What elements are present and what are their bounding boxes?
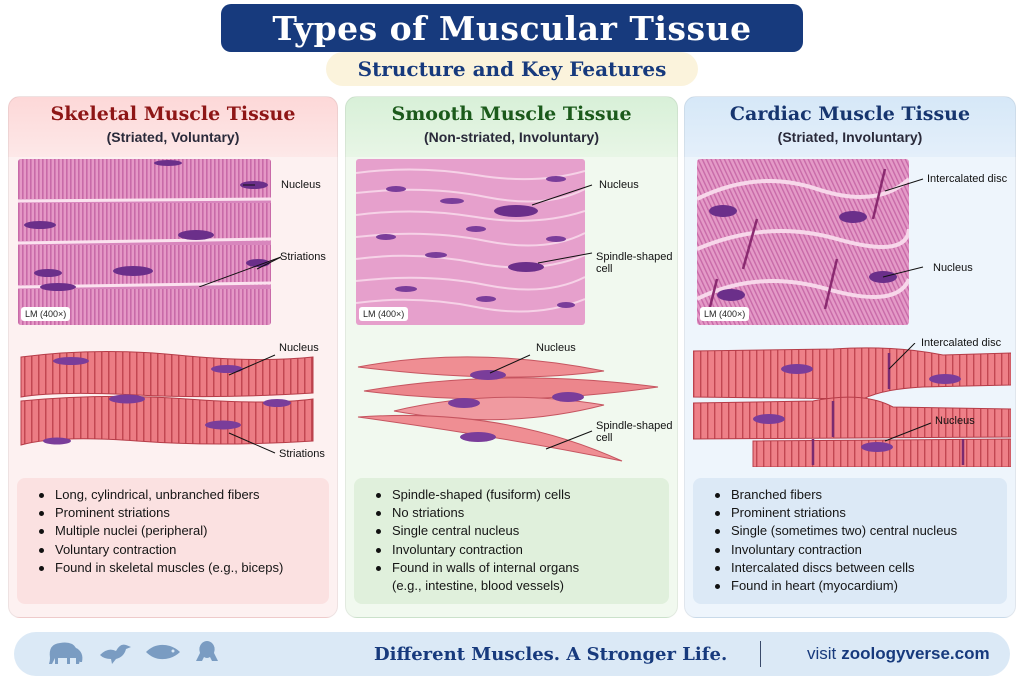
smooth-feature-1: Spindle-shaped (fusiform) cells — [372, 486, 659, 504]
cardiac-panel: Cardiac Muscle Tissue (Striated, Involun… — [684, 96, 1016, 618]
cardiac-drawing-label-intercalated-disc: Intercalated disc — [921, 337, 1002, 349]
cardiac-subtitle: (Striated, Involuntary) — [777, 129, 923, 145]
website-link[interactable]: zoologyverse.com — [841, 644, 990, 663]
smooth-panel: Smooth Muscle Tissue (Non-striated, Invo… — [345, 96, 678, 618]
fish-icon — [142, 641, 182, 668]
cardiac-feature-3: Single (sometimes two) central nucleus — [711, 522, 997, 540]
cardiac-micrograph-image — [697, 159, 909, 325]
skeletal-drawing-pointers — [228, 354, 276, 454]
skeletal-panel: Skeletal Muscle Tissue (Striated, Volunt… — [8, 96, 338, 618]
cardiac-illustration-image — [693, 347, 1011, 467]
page-subtitle: Structure and Key Features — [326, 52, 698, 86]
smooth-feature-5: Found in walls of internal organs — [372, 559, 659, 577]
skeletal-feature-3: Multiple nuclei (peripheral) — [35, 522, 319, 540]
smooth-illustration — [354, 337, 664, 462]
skeletal-feature-4: Voluntary contraction — [35, 541, 319, 559]
cardiac-feature-2: Prominent striations — [711, 504, 997, 522]
skeletal-micro-pointers — [199, 184, 282, 287]
skeletal-micrograph: LM (400×) — [18, 159, 271, 325]
smooth-features: Spindle-shaped (fusiform) cells No stria… — [354, 478, 669, 604]
smooth-drawing-pointers — [489, 354, 593, 450]
footer-bar: Different Muscles. A Stronger Life. visi… — [14, 632, 1010, 676]
skeletal-micro-label-striations: Striations — [280, 251, 326, 263]
skeletal-micro-label-nucleus: Nucleus — [281, 179, 321, 191]
cardiac-drawing-label-nucleus: Nucleus — [935, 415, 975, 427]
smooth-feature-4: Involuntary contraction — [372, 541, 659, 559]
visit-label: visit — [807, 644, 837, 663]
skeletal-illustration — [17, 337, 317, 457]
smooth-micrograph: LM (400×) — [356, 159, 585, 325]
skeletal-illustration-image — [20, 350, 314, 446]
footer-website[interactable]: visit zoologyverse.com — [807, 632, 990, 676]
skeletal-feature-5: Found in skeletal muscles (e.g., biceps) — [35, 559, 319, 577]
cardiac-feature-6: Found in heart (myocardium) — [711, 577, 997, 595]
smooth-title: Smooth Muscle Tissue — [391, 103, 632, 125]
smooth-illustration-image — [357, 356, 659, 462]
cardiac-feature-1: Branched fibers — [711, 486, 997, 504]
cardiac-lm-tag: LM (400×) — [700, 307, 750, 321]
page-title: Types of Muscular Tissue — [221, 4, 803, 52]
smooth-micro-label-nucleus: Nucleus — [599, 179, 639, 191]
cardiac-feature-5: Intercalated discs between cells — [711, 559, 997, 577]
cardiac-illustration — [693, 337, 1011, 467]
smooth-feature-5-continued: (e.g., intestine, blood vessels) — [392, 578, 564, 594]
cardiac-title: Cardiac Muscle Tissue — [729, 103, 971, 125]
skeletal-feature-1: Long, cylindrical, unbranched fibers — [35, 486, 319, 504]
cardiac-feature-4: Involuntary contraction — [711, 541, 997, 559]
skeletal-lm-tag: LM (400×) — [21, 307, 71, 321]
skeletal-title: Skeletal Muscle Tissue — [50, 103, 296, 125]
skeletal-header: Skeletal Muscle Tissue (Striated, Volunt… — [9, 97, 337, 155]
smooth-feature-3: Single central nucleus — [372, 522, 659, 540]
cardiac-micrograph: LM (400×) — [697, 159, 909, 325]
skeletal-subtitle: (Striated, Voluntary) — [106, 129, 240, 145]
skeletal-drawing-label-nucleus: Nucleus — [279, 342, 319, 354]
smooth-micrograph-image — [356, 159, 585, 325]
smooth-micro-label-cell: cell — [596, 263, 613, 275]
skeletal-drawing-label-striations: Striations — [279, 448, 325, 460]
smooth-micro-pointers — [531, 184, 593, 264]
smooth-drawing-label-cell: cell — [596, 432, 613, 444]
smooth-feature-2: No striations — [372, 504, 659, 522]
frog-icon — [194, 639, 220, 670]
skeletal-feature-2: Prominent striations — [35, 504, 319, 522]
cardiac-micro-label-intercalated-disc: Intercalated disc — [927, 173, 1008, 185]
animal-icons — [46, 639, 220, 669]
smooth-header: Smooth Muscle Tissue (Non-striated, Invo… — [346, 97, 677, 155]
cardiac-header: Cardiac Muscle Tissue (Striated, Involun… — [685, 97, 1015, 155]
cardiac-features: Branched fibers Prominent striations Sin… — [693, 478, 1007, 604]
bird-icon — [98, 639, 132, 670]
smooth-drawing-label-spindle: Spindle-shaped — [596, 420, 673, 432]
cardiac-micro-label-nucleus: Nucleus — [933, 262, 973, 274]
smooth-subtitle: (Non-striated, Involuntary) — [423, 129, 599, 145]
footer-divider — [760, 641, 761, 667]
cardiac-micro-pointers — [882, 178, 924, 278]
elephant-icon — [46, 638, 86, 671]
smooth-lm-tag: LM (400×) — [359, 307, 409, 321]
cardiac-drawing-pointers — [884, 343, 932, 442]
skeletal-features: Long, cylindrical, unbranched fibers Pro… — [17, 478, 329, 604]
smooth-drawing-label-nucleus: Nucleus — [536, 342, 576, 354]
smooth-micro-label-spindle: Spindle-shaped — [596, 251, 673, 263]
footer-tagline: Different Muscles. A Stronger Life. — [374, 643, 728, 665]
